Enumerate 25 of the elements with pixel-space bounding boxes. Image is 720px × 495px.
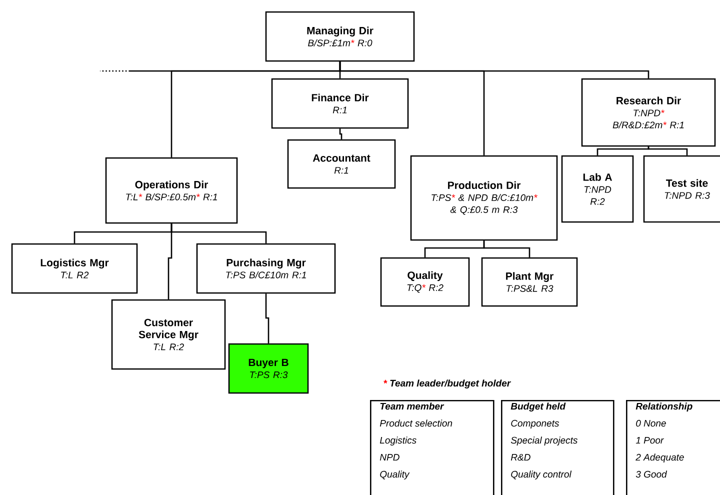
- org-box: Managing Dir B/SP:£1m* R:0: [265, 11, 415, 62]
- connector-line: [130, 62, 341, 72]
- org-box: Buyer B T:PS R:3: [228, 343, 309, 394]
- org-box: Test site T:NPD R:3: [643, 155, 720, 223]
- connector-line: [339, 128, 342, 140]
- org-box: Operations Dir T:L* B/SP:£0.5m* R:1: [105, 157, 238, 224]
- key-table-box: Budget held Componets Special projects R&D Quality control: [501, 400, 614, 495]
- connector-line: [648, 146, 688, 156]
- key-table-box: Relationship 0 None 1 Poor 2 Adequate 3 Good: [626, 400, 720, 495]
- connector-line: [483, 240, 530, 258]
- connector-line: [265, 294, 270, 344]
- connector-line: [170, 224, 267, 244]
- org-box: Finance Dir R:1: [271, 78, 409, 129]
- org-box: Customer Service Mgr T:L R:2: [111, 299, 226, 370]
- org-box: Quality T:Q* R:2: [380, 257, 470, 307]
- key-table-box: Team member Product selection Logistics NPD Quality: [370, 400, 494, 495]
- org-box: Production Dir T:PS* & NPD B/C:£10m* & Q:£0.5 m R:3: [410, 155, 558, 241]
- org-box: Plant Mgr T:PS&L R3: [481, 257, 578, 307]
- connector-line: [596, 146, 650, 156]
- footnote-text: * Team leader/budget holder: [384, 380, 512, 388]
- org-box: Logistics Mgr T:L R2: [11, 243, 138, 294]
- org-box: Lab A T:NPD R:2: [561, 155, 634, 223]
- org-box: Research Dir T:NPD* B/R&D:£2m* R:1: [581, 78, 716, 147]
- org-box: Accountant R:1: [287, 139, 396, 189]
- org-box: Purchasing Mgr T:PS B/C£10m R:1: [196, 243, 336, 294]
